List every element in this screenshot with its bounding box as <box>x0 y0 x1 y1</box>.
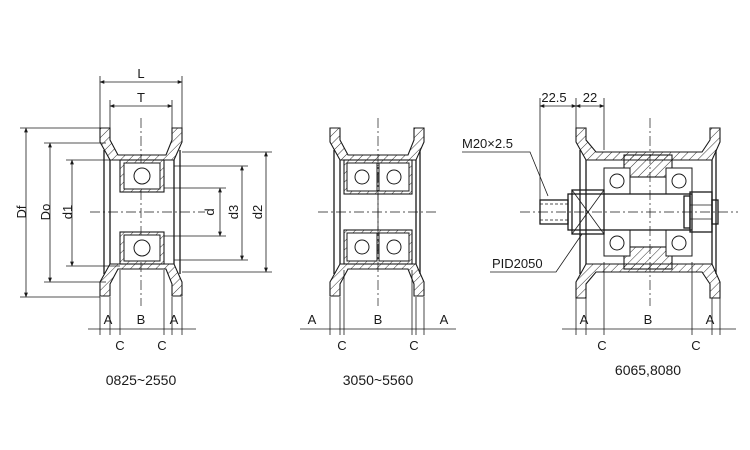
label-B: B <box>374 312 383 327</box>
label-B: B <box>137 312 146 327</box>
threaded-stud <box>539 199 569 225</box>
label-C-left: C <box>597 338 606 353</box>
pid-leader <box>490 233 583 273</box>
upper-ball-right <box>386 169 402 185</box>
upper-hub <box>623 154 673 178</box>
shaft-end <box>711 199 719 225</box>
label-d3: d3 <box>226 205 241 219</box>
label-pid: PID2050 <box>492 256 543 271</box>
view-3050-5560: A B A C C 3050~5560 <box>300 118 456 388</box>
label-thread: M20×2.5 <box>462 136 513 151</box>
upper-ball-right <box>671 173 687 189</box>
label-C-right: C <box>409 338 418 353</box>
label-C-left: C <box>337 338 346 353</box>
label-A-right: A <box>706 312 715 327</box>
upper-ball-left <box>609 173 625 189</box>
thread-leader <box>462 151 549 197</box>
label-A-left: A <box>580 312 589 327</box>
lower-ball-left <box>609 235 625 251</box>
label-Df: Df <box>14 205 29 218</box>
label-A-right: A <box>170 312 179 327</box>
label-T: T <box>137 90 145 105</box>
caption-0825-2550: 0825~2550 <box>106 372 177 388</box>
collar-cross <box>571 189 605 235</box>
label-d1: d1 <box>60 205 75 219</box>
washer <box>683 195 691 229</box>
label-L: L <box>137 66 144 81</box>
shaft-collar <box>571 189 605 235</box>
label-C-left: C <box>115 338 124 353</box>
label-C-right: C <box>157 338 166 353</box>
caption-6065-8080: 6065,8080 <box>615 362 681 378</box>
label-A-right: A <box>440 312 449 327</box>
lower-ball-right <box>386 239 402 255</box>
label-d: d <box>202 208 217 215</box>
view-0825-2550: L T Df Do d1 d d3 d2 A <box>14 66 272 388</box>
lower-ball-left <box>354 239 370 255</box>
label-A-left: A <box>308 312 317 327</box>
caption-3050-5560: 3050~5560 <box>343 372 414 388</box>
label-C-right: C <box>691 338 700 353</box>
lower-ball-right <box>671 235 687 251</box>
top-flange <box>329 127 425 161</box>
upper-ball-left <box>354 169 370 185</box>
label-22: 22 <box>583 90 597 105</box>
label-A-left: A <box>104 312 113 327</box>
lower-hub <box>623 246 673 270</box>
label-B: B <box>644 312 653 327</box>
label-Do: Do <box>38 204 53 221</box>
upper-ball <box>133 167 151 185</box>
label-22-5: 22.5 <box>541 90 566 105</box>
label-d2: d2 <box>250 205 265 219</box>
lower-ball <box>133 239 151 257</box>
view-6065-8080: 22.5 22 M20×2.5 PID2050 A B A C C 6065,8… <box>462 90 738 378</box>
